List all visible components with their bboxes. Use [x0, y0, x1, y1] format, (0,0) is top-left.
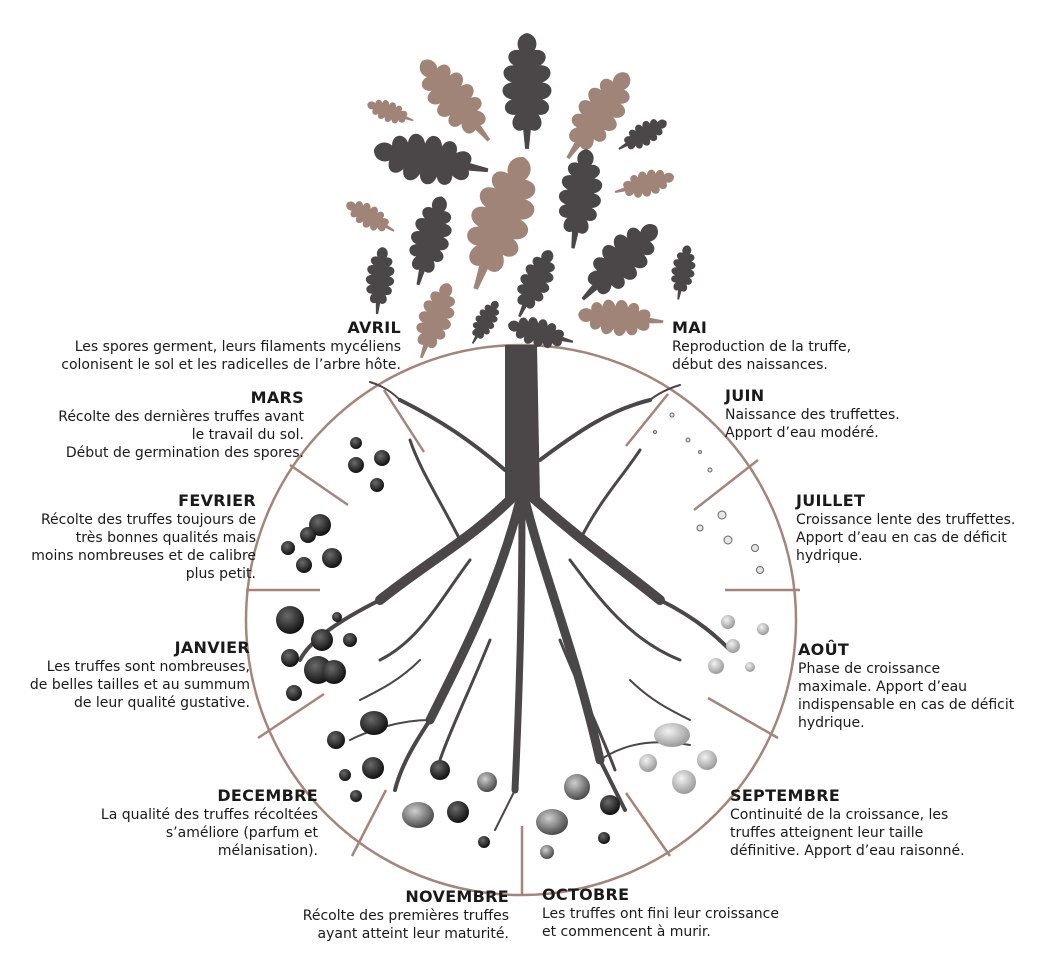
month-name: FEVRIER [178, 491, 256, 510]
month-desc: Récolte des dernières truffes avant le t… [58, 409, 304, 461]
month-name: MARS [250, 388, 304, 407]
oak-leaves [340, 32, 700, 364]
month-name: JANVIER [174, 638, 250, 657]
month-name: JUIN [725, 386, 765, 405]
month-desc: Croissance lente des truffettes. Apport … [796, 512, 1016, 564]
month-name: SEPTEMBRE [730, 786, 841, 805]
month-name: AVRIL [347, 318, 401, 337]
month-juin: JUIN Naissance des truffettes. Apport d’… [725, 386, 900, 442]
month-name: NOVEMBRE [405, 887, 509, 906]
month-name: AOÛT [798, 640, 850, 659]
month-mars: MARS Récolte des dernières truffes avant… [58, 388, 304, 462]
truffettes [653, 412, 764, 574]
month-desc: Reproduction de la truffe, début des nai… [672, 339, 852, 373]
month-aout: AOÛT Phase de croissance maximale. Appor… [798, 640, 1014, 732]
month-desc: Continuité de la croissance, les truffes… [730, 807, 965, 859]
month-desc: La qualité des truffes récoltées s’améli… [100, 807, 318, 859]
month-octobre: OCTOBRE Les truffes ont fini leur croiss… [542, 885, 779, 941]
month-dividers [246, 389, 800, 894]
truffles [276, 437, 769, 859]
month-fevrier: FEVRIER Récolte des truffes toujours de … [31, 491, 256, 583]
month-mai: MAI Reproduction de la truffe, début des… [672, 318, 851, 374]
month-desc: Les spores germent, leurs filaments mycé… [61, 339, 401, 373]
month-desc: Récolte des premières truffes ayant atte… [302, 908, 509, 942]
month-decembre: DECEMBRE La qualité des truffes récoltée… [101, 786, 318, 860]
month-desc: Récolte des truffes toujours de très bon… [31, 512, 256, 582]
month-juillet: JUILLET Croissance lente des truffettes.… [796, 491, 1015, 565]
tree-roots [298, 345, 732, 831]
month-name: MAI [672, 318, 708, 337]
month-desc: Phase de croissance maximale. Apport d’e… [798, 661, 1015, 731]
month-septembre: SEPTEMBRE Continuité de la croissance, l… [730, 786, 965, 860]
month-desc: Les truffes sont nombreuses, de belles t… [29, 659, 250, 711]
month-desc: Les truffes ont fini leur croissance et … [542, 906, 779, 940]
month-name: JUILLET [796, 491, 866, 510]
month-janvier: JANVIER Les truffes sont nombreuses, de … [30, 638, 250, 712]
month-desc: Naissance des truffettes. Apport d’eau m… [725, 407, 900, 441]
month-avril: AVRIL Les spores germent, leurs filament… [61, 318, 401, 374]
month-novembre: NOVEMBRE Récolte des premières truffes a… [303, 887, 509, 943]
month-name: OCTOBRE [542, 885, 630, 904]
month-name: DECEMBRE [217, 786, 318, 805]
